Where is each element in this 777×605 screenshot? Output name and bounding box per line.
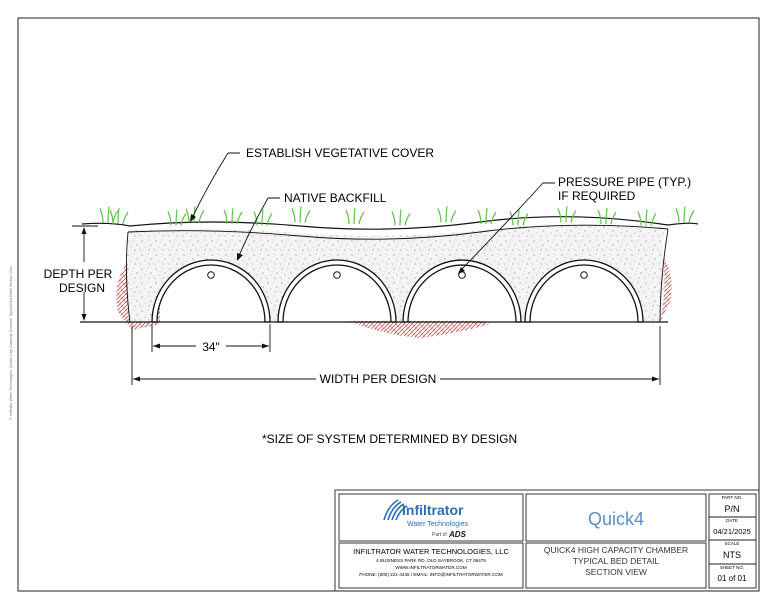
company-website: WWW.INFILTRATORWATER.COM (395, 565, 467, 570)
grass-tuft (291, 206, 311, 223)
grass-tuft (253, 209, 273, 226)
grass-tuft (99, 206, 119, 223)
logo-name: Infiltrator (402, 502, 464, 518)
depth-dimension (72, 225, 98, 321)
side-margin-text: © Infiltrator Water Technologies, Quick4… (9, 266, 13, 420)
chamber-width-label: 34" (202, 340, 220, 354)
excavation-walls (125, 228, 669, 323)
callout-arrowheads (190, 214, 465, 274)
company-name: INFILTRATOR WATER TECHNOLOGIES, LLC (353, 547, 509, 556)
part-no-value: P/N (724, 504, 739, 514)
pressure-pipe-1 (207, 271, 215, 279)
company-contact: PHONE: (800) 221-4436 / EMAIL: INFO@INFI… (359, 572, 503, 577)
grass-tuft (185, 206, 205, 223)
pressure-pipe-2 (333, 271, 341, 279)
callout-if-required: IF REQUIRED (558, 189, 636, 203)
logo-wave-icon (383, 499, 408, 521)
grass-tuft (109, 207, 129, 225)
soil-hatch-middle (350, 321, 490, 338)
overall-width-label: WIDTH PER DESIGN (320, 372, 437, 386)
callout-vegetative-cover: ESTABLISH VEGETATIVE COVER (246, 146, 434, 160)
product-name: Quick4 (588, 509, 644, 529)
sheet-label: SHEET NO. (720, 565, 744, 570)
pressure-pipe-4 (580, 271, 588, 279)
logo-subtitle: Water Technologies (407, 521, 469, 528)
grass-tuft (637, 209, 657, 226)
depth-label-line1: DEPTH PER (44, 267, 113, 281)
ads-logo: ADS (448, 530, 467, 539)
grass-tuft (167, 209, 187, 226)
grass-tuft (345, 207, 365, 225)
title-line-2: TYPICAL BED DETAIL (573, 556, 660, 566)
grass-tuft (477, 207, 497, 225)
part-no-label: PART NO. (722, 495, 743, 500)
grass-tuft (509, 209, 529, 226)
topsoil-line (127, 224, 669, 240)
title-block (334, 489, 760, 592)
ground-surface (81, 216, 699, 230)
date-value: 04/21/2025 (713, 527, 751, 536)
grass-tuft (437, 206, 457, 223)
callout-pressure-pipe: PRESSURE PIPE (TYP.) (558, 175, 691, 189)
depth-label-line2: DESIGN (59, 281, 105, 295)
infiltrator-logo: Infiltrator Water Technologies Part of A… (383, 499, 469, 539)
grass-tuft (223, 207, 243, 225)
grass-tuft (675, 206, 695, 223)
scale-value: NTS (723, 550, 741, 560)
chamber-width-dimension (151, 324, 271, 352)
scale-label: SCALE (725, 541, 740, 546)
grass-tuft (557, 206, 577, 223)
callout-native-backfill: NATIVE BACKFILL (284, 191, 387, 205)
grass-tuft (391, 209, 411, 226)
callout-leaders (190, 152, 555, 273)
logo-partof: Part of (432, 532, 447, 538)
title-line-3: SECTION VIEW (585, 567, 647, 577)
overall-width-dimension (131, 326, 661, 385)
date-label: DATE (726, 518, 738, 523)
pressure-pipes (207, 271, 588, 279)
grass-tuft (597, 207, 617, 225)
design-note: *SIZE OF SYSTEM DETERMINED BY DESIGN (262, 432, 517, 446)
company-address: 4 BUSINESS PARK RD, OLD SAYBROOK, CT 064… (376, 558, 486, 563)
title-line-1: QUICK4 HIGH CAPACITY CHAMBER (544, 545, 688, 555)
vegetative-cover (99, 206, 695, 226)
sheet-value: 01 of 01 (718, 574, 747, 583)
